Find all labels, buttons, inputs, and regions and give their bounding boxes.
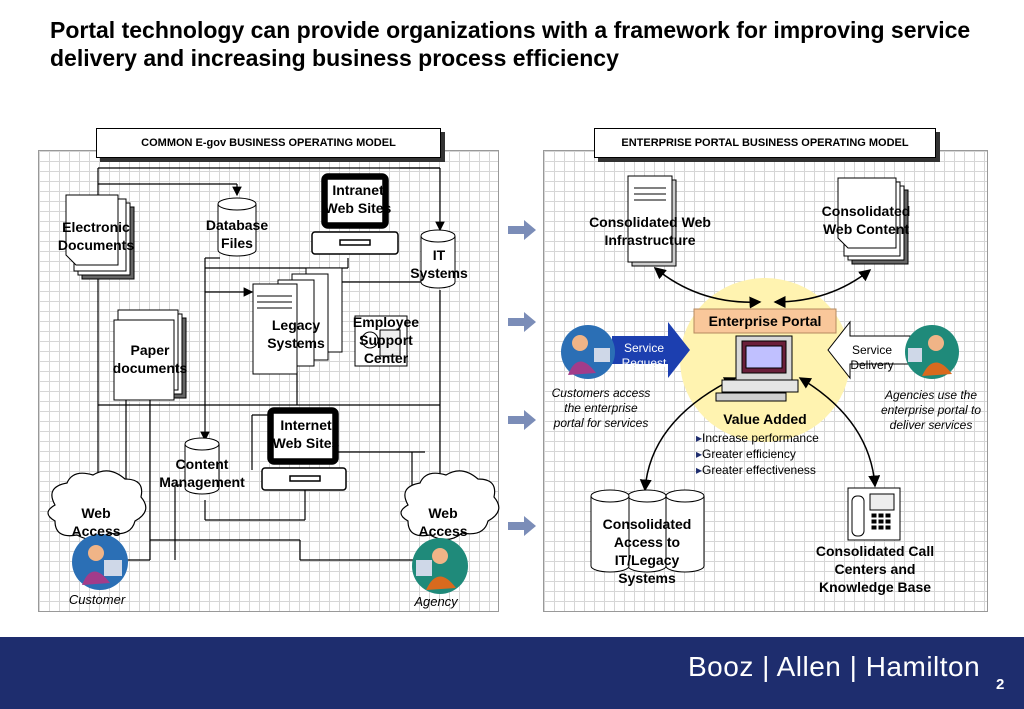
consolidated-web-content-label: Consolidated Web Content [821,203,911,237]
value-added-item: Greater efficiency [696,446,819,462]
intranet-computer-icon [311,173,399,255]
right-connectors [639,267,881,492]
value-added-item: Increase performance [696,430,819,446]
cloud-icon-customer [47,470,147,541]
intranet-web-sites-label: Intranet Web Sites [324,182,392,216]
it-systems-cylinder-icon [420,229,456,289]
value-added-item: Greater effectiveness [696,462,819,478]
internet-web-sites-label: Internet Web Sites [272,417,340,451]
left-panel-header: COMMON E-gov BUSINESS OPERATING MODEL [96,128,441,158]
consolidated-web-infrastructure-label: Consolidated Web Infrastructure [589,214,711,248]
portal-computer-icon [715,335,799,402]
paper-documents-label: Paper documents [112,342,188,376]
customer-label: Customer [68,592,126,607]
web-access-agency-label: Web Access [418,505,468,539]
agency-right-person-icon [905,325,959,379]
electronic-documents-icon [65,194,135,280]
electronic-documents-label: Electronic Documents [57,219,135,253]
internet-computer-icon [261,407,347,491]
enterprise-portal-label: Enterprise Portal [708,313,822,329]
brand-logo: Booz | Allen | Hamilton [688,651,981,682]
web-access-customer-label: Web Access [71,505,121,539]
cloud-icon-agency [400,470,500,541]
consolidated-access-label: Consolidated Access to IT/Legacy Systems [602,516,692,586]
consolidated-call-centers-label: Consolidated Call Centers and Knowledge … [815,543,935,595]
page-number: 2 [996,676,1005,693]
left-connectors [97,167,445,561]
service-delivery-arrow [827,320,911,380]
legacy-systems-label: Legacy Systems [267,317,325,351]
enterprise-portal-box [693,308,837,334]
customers-note: Customers access the enterprise portal f… [551,386,651,430]
call-center-phone-icon [847,487,901,541]
paper-documents-icon [113,309,187,401]
web-content-documents-icon [837,177,909,265]
agencies-note: Agencies use the enterprise portal to de… [880,388,982,432]
content-management-label: Content Management [159,456,245,490]
footer-bar [0,637,1024,709]
service-request-arrow [612,322,690,378]
transition-arrows [508,220,536,536]
it-systems-label: IT Systems [410,247,468,281]
page-title: Portal technology can provide organizati… [50,17,971,71]
it-legacy-cylinders-icon [590,489,705,573]
content-management-cylinder-icon [184,437,220,495]
employee-support-center-label: Employee Support Center [352,314,420,366]
value-added-list: Increase performance Greater efficiency … [696,430,819,478]
service-delivery-label: Service Delivery [850,343,894,372]
value-added-title: Value Added [723,411,807,427]
customer-right-person-icon [561,325,615,379]
agency-label: Agency [414,594,458,609]
database-files-label: Database Files [205,217,269,251]
right-panel-header: ENTERPRISE PORTAL BUSINESS OPERATING MOD… [594,128,936,158]
service-request-label: Service Request [621,341,667,370]
employee-support-phone-icon [354,315,408,367]
database-icon [217,197,257,257]
legacy-systems-icon [252,267,343,375]
agency-person-icon [412,538,468,594]
customer-person-icon [72,534,128,590]
web-infrastructure-server-icon [627,175,677,267]
